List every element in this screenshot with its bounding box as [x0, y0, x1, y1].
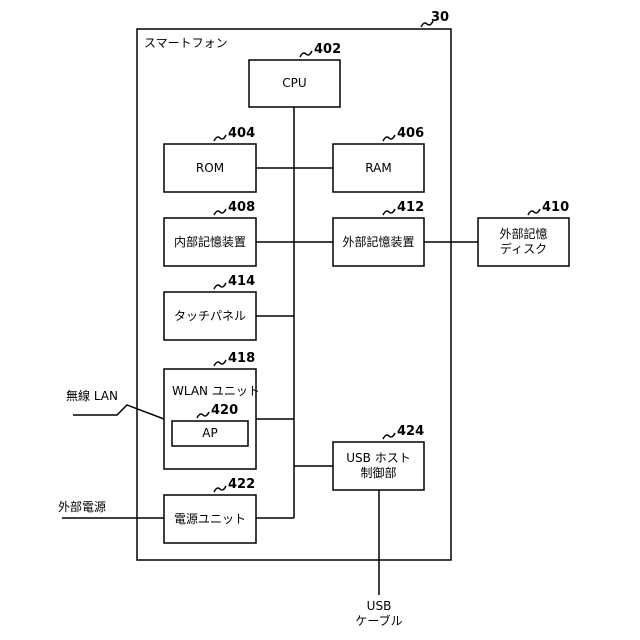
external-disk-label-line2: ディスク	[500, 242, 547, 257]
power-unit-ref: 422	[228, 478, 255, 492]
ref-412-leader	[383, 209, 395, 215]
external-disk-ref: 410	[542, 201, 569, 215]
internal-storage-ref: 408	[228, 201, 255, 215]
power-unit-label: 電源ユニット	[164, 495, 256, 543]
usb-host-label: USB ホスト 制御部	[333, 442, 424, 490]
external-power-label: 外部電源	[58, 500, 106, 514]
ap-label: AP	[172, 421, 248, 446]
ref-418-leader	[214, 360, 226, 366]
wireless-lan-label: 無線 LAN	[66, 389, 118, 403]
ref-414-leader	[214, 283, 226, 289]
touch-panel-label: タッチパネル	[164, 292, 256, 340]
ram-label: RAM	[333, 144, 424, 192]
wireless-zigzag	[73, 405, 164, 419]
usb-cable-label-line1: USB	[367, 599, 392, 614]
usb-cable-label: USB ケーブル	[339, 598, 419, 630]
internal-storage-label: 内部記憶装置	[164, 218, 256, 266]
external-storage-ref: 412	[397, 201, 424, 215]
usb-host-label-line1: USB ホスト	[346, 451, 410, 466]
ref-424-leader	[383, 433, 395, 439]
touch-panel-ref: 414	[228, 275, 255, 289]
ap-ref: 420	[211, 404, 238, 418]
external-disk-label-line1: 外部記憶	[499, 227, 547, 242]
ref-406-leader	[383, 135, 395, 141]
device-label: スマートフォン	[144, 36, 228, 50]
ref-420-leader	[197, 412, 209, 418]
ref-404-leader	[214, 135, 226, 141]
external-storage-label: 外部記憶装置	[333, 218, 424, 266]
device-ref: 30	[431, 11, 449, 25]
rom-label: ROM	[164, 144, 256, 192]
ref-410-leader	[528, 209, 540, 215]
ref-408-leader	[214, 209, 226, 215]
usb-host-label-line2: 制御部	[360, 466, 396, 481]
ram-ref: 406	[397, 127, 424, 141]
usb-host-ref: 424	[397, 425, 424, 439]
wlan-unit-label: WLAN ユニット	[172, 384, 248, 398]
ref-422-leader	[214, 486, 226, 492]
external-disk-label: 外部記憶 ディスク	[478, 218, 569, 266]
usb-cable-label-line2: ケーブル	[355, 614, 402, 629]
cpu-ref: 402	[314, 43, 341, 57]
wlan-unit-ref: 418	[228, 352, 255, 366]
ref-402-leader	[300, 51, 312, 57]
cpu-label: CPU	[249, 60, 340, 107]
rom-ref: 404	[228, 127, 255, 141]
